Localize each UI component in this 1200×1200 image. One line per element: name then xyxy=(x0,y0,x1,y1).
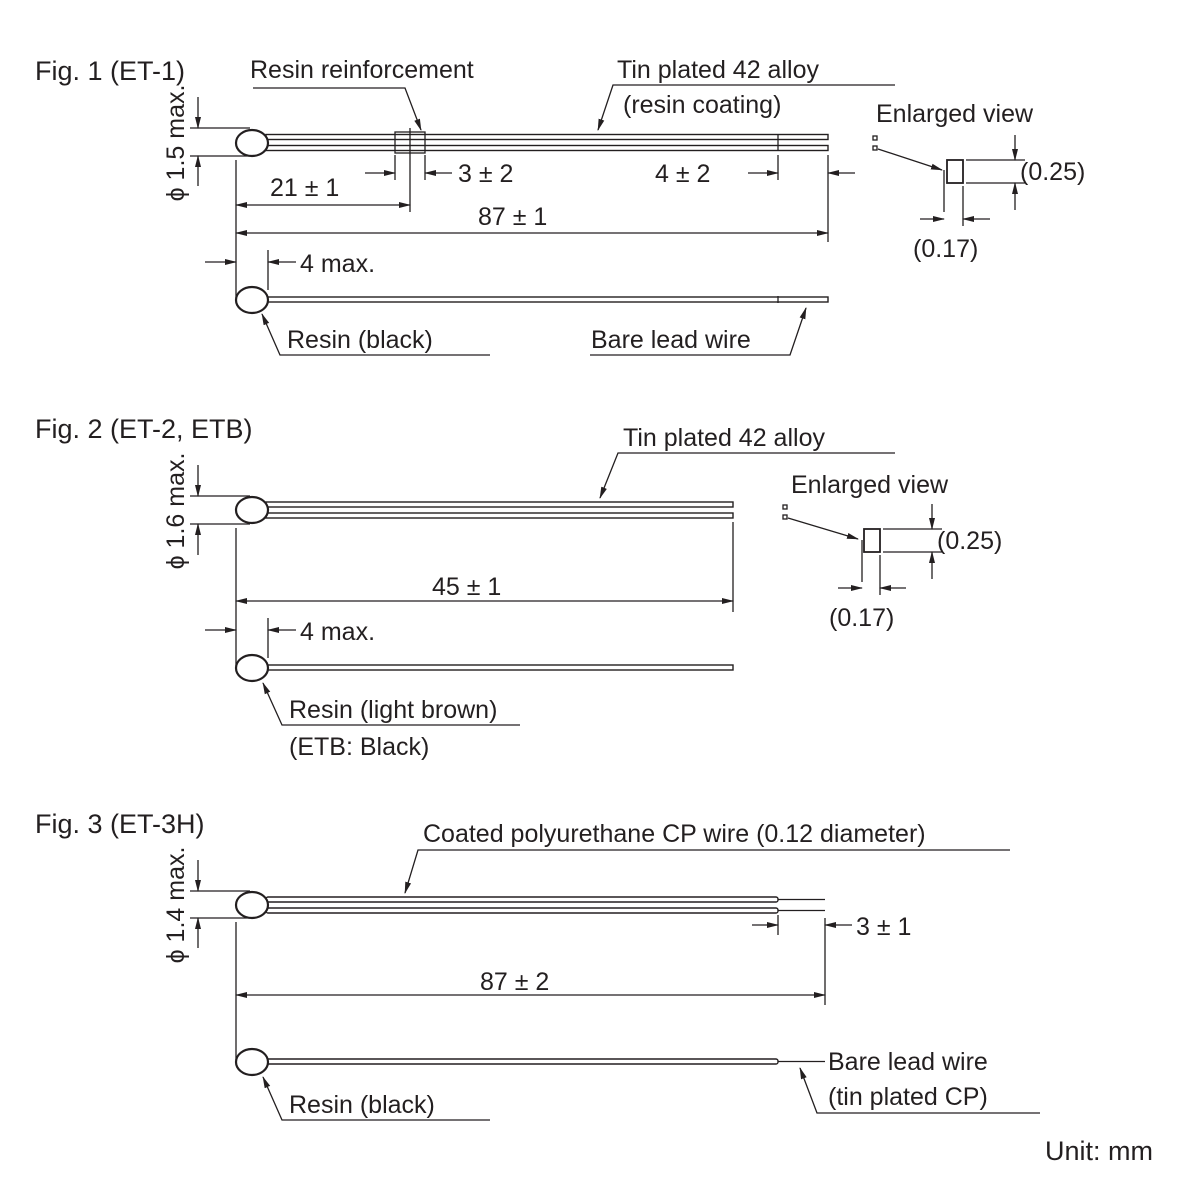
fig1-diameter-label: ϕ 1.5 max. xyxy=(162,85,190,202)
fig3-bead xyxy=(234,890,270,920)
fig3-bare-label-2: (tin plated CP) xyxy=(828,1083,988,1111)
figure-1: Fig. 1 (ET-1) ϕ 1.5 max. Resin reinforce… xyxy=(35,56,1085,356)
fig3-title: Fig. 3 (ET-3H) xyxy=(35,809,205,839)
fig1-thermistor-top xyxy=(234,128,829,158)
unit-label: Unit: mm xyxy=(1045,1136,1153,1166)
figure-2: Fig. 2 (ET-2, ETB) ϕ 1.6 max. Tin plated… xyxy=(35,414,1002,761)
fig1-enlarged-label: Enlarged view xyxy=(876,100,1034,128)
fig1-resin-reinforcement-label: Resin reinforcement xyxy=(250,56,474,84)
fig1-reinforce-position: 21 ± 1 xyxy=(270,174,339,202)
fig1-title: Fig. 1 (ET-1) xyxy=(35,56,185,86)
fig1-wire-label: Tin plated 42 alloy xyxy=(617,56,819,84)
fig1-bare-length: 4 ± 2 xyxy=(655,160,710,188)
fig2-diameter-label: ϕ 1.6 max. xyxy=(162,453,190,570)
fig3-bare-label: Bare lead wire xyxy=(828,1048,988,1076)
fig3-resin-label: Resin (black) xyxy=(289,1091,435,1119)
fig2-resin-label: Resin (light brown) xyxy=(289,696,497,724)
fig1-wire-label-2: (resin coating) xyxy=(623,91,781,119)
fig2-total-length: 45 ± 1 xyxy=(432,573,501,601)
fig2-enlarged-label: Enlarged view xyxy=(791,471,949,499)
fig1-enlarged-width: (0.17) xyxy=(913,235,978,263)
fig1-total-length: 87 ± 1 xyxy=(478,203,547,231)
fig2-resin-label-2: (ETB: Black) xyxy=(289,733,429,761)
fig2-enlarged-height: (0.25) xyxy=(937,527,1002,555)
fig2-enlarged-width: (0.17) xyxy=(829,604,894,632)
fig1-enlarged-view: Enlarged view (0.25) (0.17) xyxy=(872,100,1085,263)
fig1-diameter-dim: ϕ 1.5 max. xyxy=(162,85,250,202)
fig2-bead xyxy=(234,495,270,525)
fig2-enlarged-view: Enlarged view (0.25) (0.17) xyxy=(782,471,1002,632)
fig1-thermistor-side xyxy=(234,285,829,315)
fig3-wire-label: Coated polyurethane CP wire (0.12 diamet… xyxy=(423,820,926,848)
fig1-bare-label: Bare lead wire xyxy=(591,326,751,354)
fig1-reinforce-width: 3 ± 2 xyxy=(458,160,513,188)
fig2-bead-length: 4 max. xyxy=(300,618,375,646)
figure-3: Fig. 3 (ET-3H) ϕ 1.4 max. Coated polyure… xyxy=(35,809,1040,1121)
fig1-enlarged-height: (0.25) xyxy=(1020,158,1085,186)
fig3-diameter-label: ϕ 1.4 max. xyxy=(162,847,190,964)
fig1-bead-length: 4 max. xyxy=(300,250,375,278)
fig2-title: Fig. 2 (ET-2, ETB) xyxy=(35,414,253,444)
fig3-bare-length: 3 ± 1 xyxy=(856,913,911,941)
fig2-wire-label: Tin plated 42 alloy xyxy=(623,424,825,452)
fig3-total-length: 87 ± 2 xyxy=(480,968,549,996)
resin-bead xyxy=(234,128,270,158)
fig1-resin-label: Resin (black) xyxy=(287,326,433,354)
